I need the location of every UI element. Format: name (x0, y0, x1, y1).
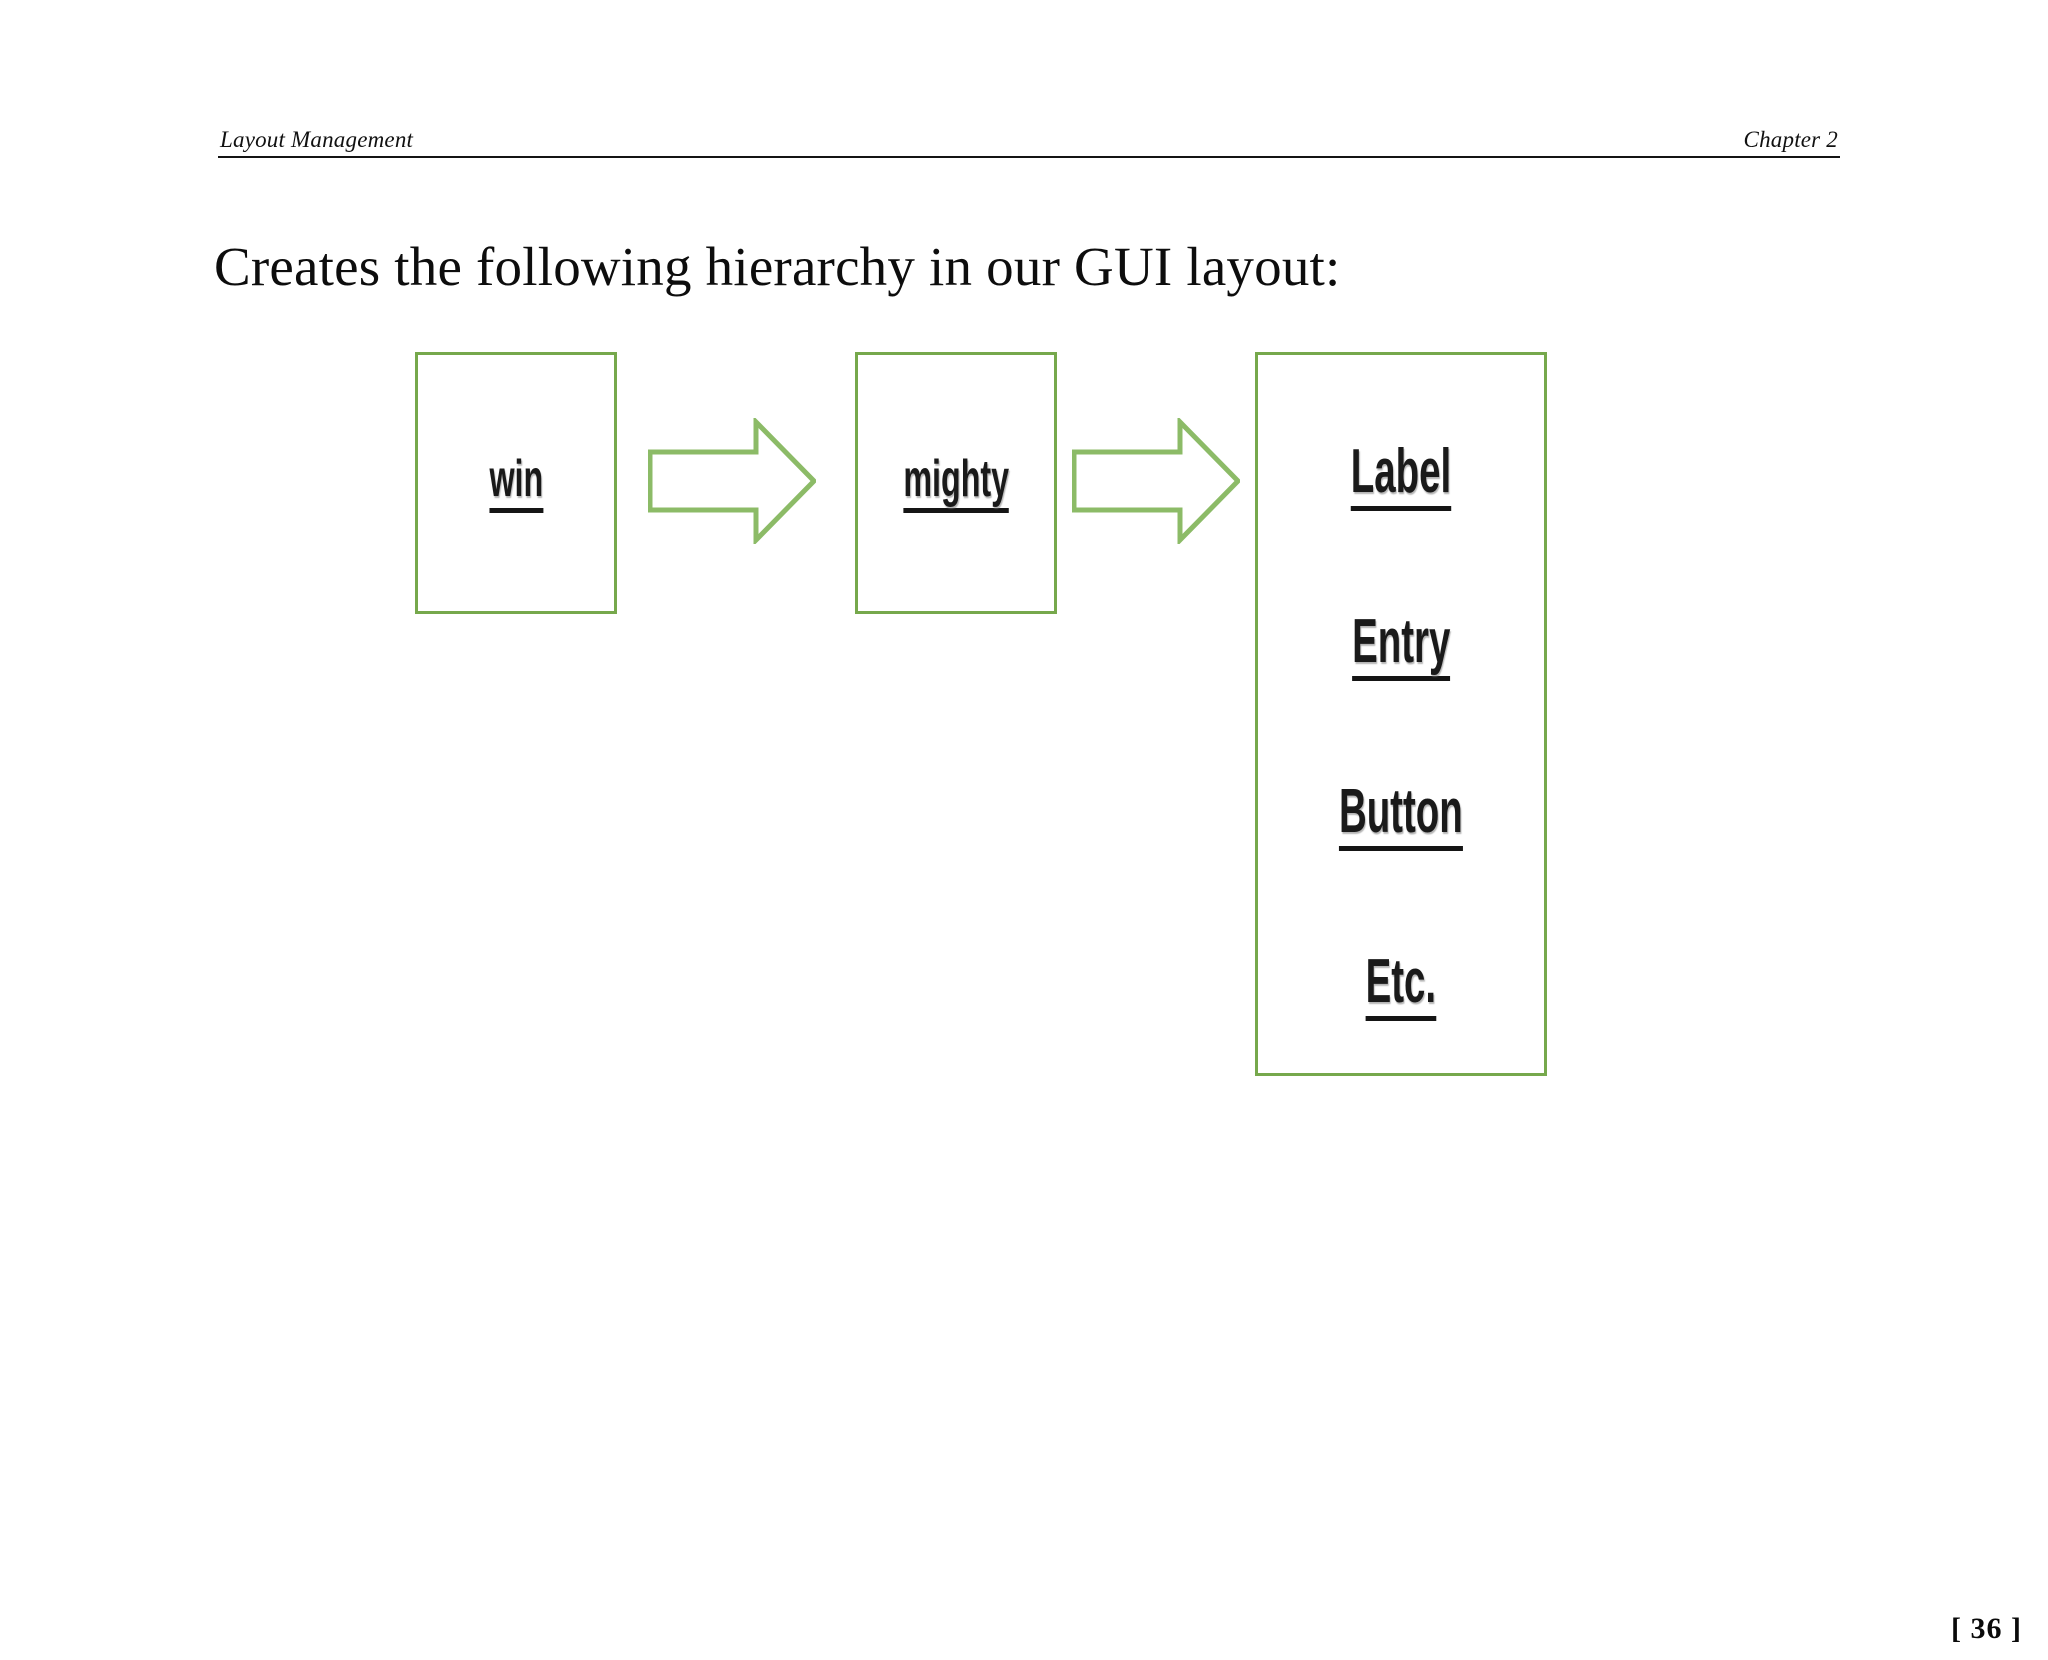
page-title: Creates the following hierarchy in our G… (214, 236, 1341, 297)
page-header: Layout Management Chapter 2 (218, 108, 1840, 158)
widget-label-label: Label (1350, 441, 1452, 511)
diagram-node-mighty-label: mighty (903, 453, 1009, 513)
arrow-right-icon-win-to-mighty (647, 415, 818, 547)
diagram-node-win[interactable]: win (415, 352, 617, 614)
widget-label-etc: Etc. (1365, 951, 1437, 1021)
widget-list-item: Entry (1258, 561, 1544, 731)
header-right-label: Chapter 2 (1743, 126, 1838, 152)
page-number: [ 36 ] (1951, 1612, 2022, 1645)
widget-list-item: Label (1258, 391, 1544, 561)
widget-label-entry: Entry (1351, 611, 1451, 681)
header-left-label: Layout Management (220, 126, 414, 152)
diagram-node-mighty[interactable]: mighty (855, 352, 1057, 614)
widget-list-item: Button (1258, 731, 1544, 901)
arrow-right-icon-mighty-to-widgets (1071, 415, 1242, 547)
diagram-node-win-label: win (489, 453, 543, 513)
widget-list-item: Etc. (1258, 901, 1544, 1071)
diagram-node-widgets[interactable]: Label Entry Button Etc. (1255, 352, 1547, 1076)
widget-label-button: Button (1339, 781, 1463, 851)
